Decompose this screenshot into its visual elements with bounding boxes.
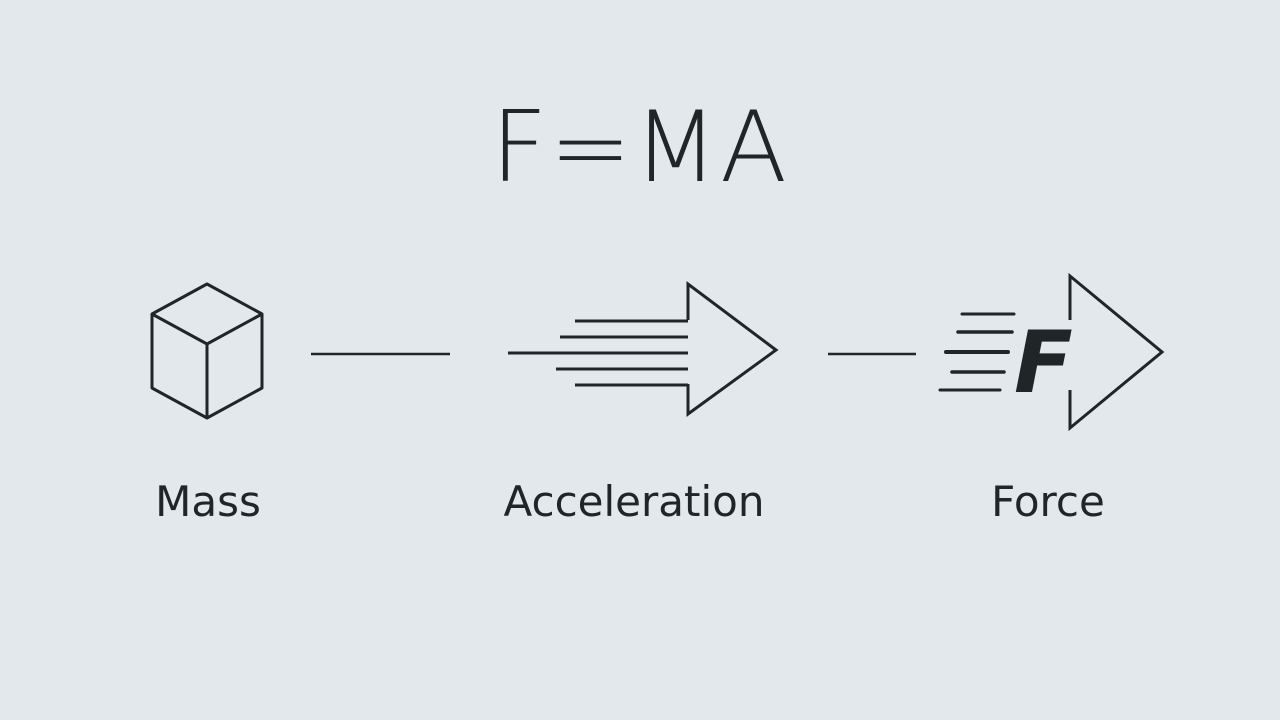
arrow-right-icon	[508, 281, 779, 417]
force-letter: F	[1014, 313, 1073, 413]
label-acceleration: Acceleration	[503, 477, 765, 526]
cube-icon	[150, 282, 264, 420]
label-force: Force	[991, 477, 1105, 526]
speed-lines	[938, 312, 1016, 392]
force-arrow-icon: F	[938, 272, 1165, 432]
label-mass: Mass	[155, 477, 261, 526]
equation-title: F=MA	[490, 91, 790, 205]
